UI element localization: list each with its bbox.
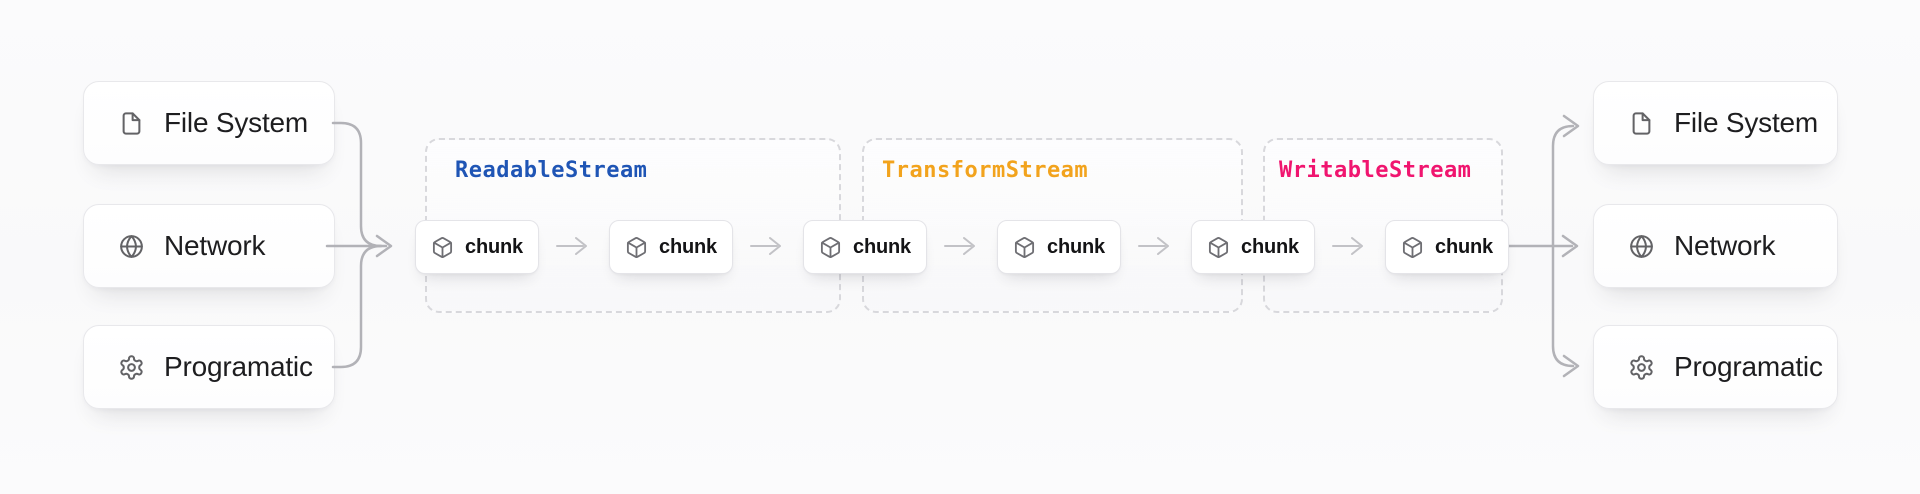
gear-icon: [120, 354, 143, 380]
cube-icon: [1403, 236, 1423, 258]
writable-stream-label: WritableStream: [1279, 158, 1472, 183]
file-icon: [1632, 111, 1651, 135]
cube-icon: [1015, 236, 1035, 258]
source-network: Network: [83, 204, 335, 288]
gear-icon: [1630, 354, 1653, 380]
globe-icon: [120, 234, 143, 258]
destination-label: Network: [1674, 230, 1776, 261]
chunk-label: chunk: [853, 235, 911, 258]
source-label: File System: [164, 107, 309, 138]
cube-icon: [433, 236, 453, 258]
chunk-node: chunk: [415, 220, 539, 274]
source-label: Network: [164, 230, 266, 261]
chunk-label: chunk: [1047, 235, 1105, 258]
chunk-label: chunk: [1435, 235, 1493, 258]
right-split-arrow: [1507, 114, 1580, 378]
chunk-node: chunk: [1385, 220, 1509, 274]
chunk-node: chunk: [1191, 220, 1315, 274]
chunk-node: chunk: [803, 220, 927, 274]
chunk-node: chunk: [609, 220, 733, 274]
source-file-system: File System: [83, 81, 335, 165]
destination-file-system: File System: [1593, 81, 1838, 165]
cube-icon: [627, 236, 647, 258]
destination-network: Network: [1593, 204, 1838, 288]
file-icon: [122, 111, 141, 135]
readable-stream-label: ReadableStream: [455, 158, 648, 183]
chunk-label: chunk: [659, 235, 717, 258]
left-merge-arrow: [325, 121, 393, 369]
destination-programatic: Programatic: [1593, 325, 1838, 409]
globe-icon: [1630, 234, 1653, 258]
transform-stream-label: TransformStream: [882, 158, 1089, 183]
source-label: Programatic: [164, 351, 313, 382]
chunk-label: chunk: [465, 235, 523, 258]
destination-label: Programatic: [1674, 351, 1823, 382]
destination-label: File System: [1674, 107, 1819, 138]
cube-icon: [821, 236, 841, 258]
chunk-node: chunk: [997, 220, 1121, 274]
cube-icon: [1209, 236, 1229, 258]
source-programatic: Programatic: [83, 325, 335, 409]
chunk-label: chunk: [1241, 235, 1299, 258]
